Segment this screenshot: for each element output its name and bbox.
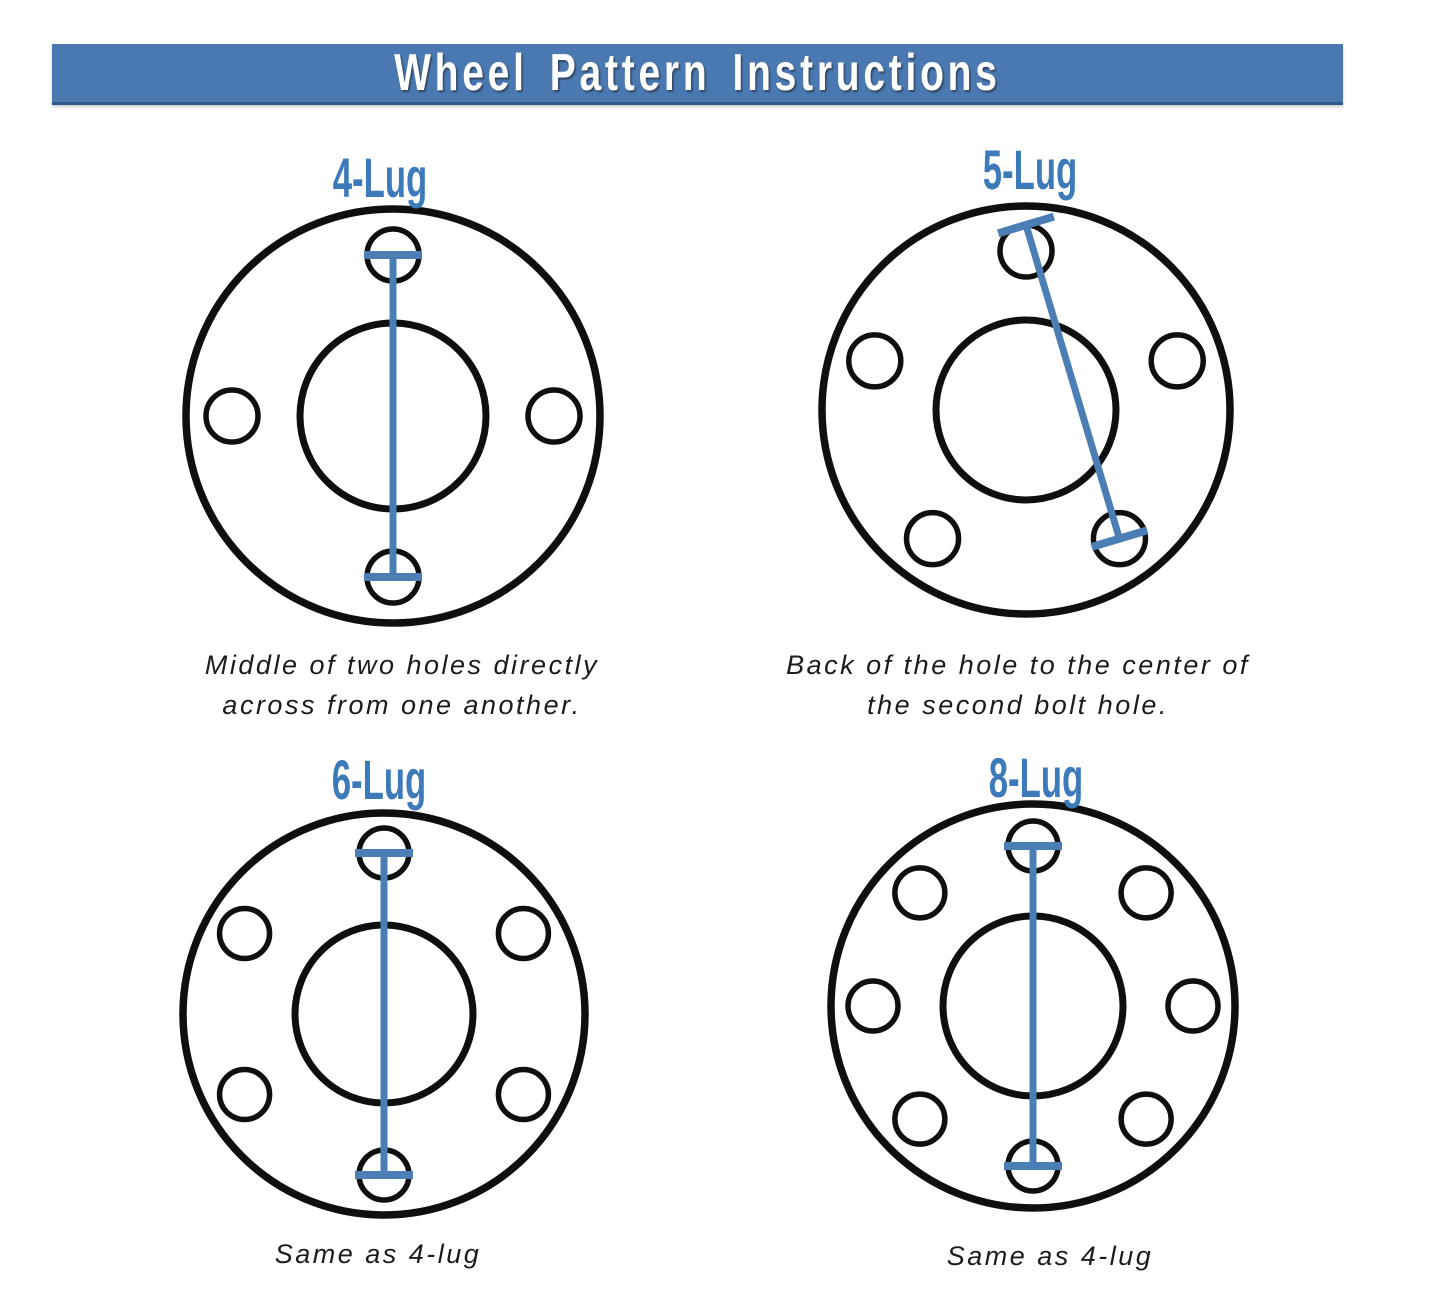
hub-bore-circle [932,316,1120,504]
wheel-diagram-8-lug [827,800,1239,1212]
bolt-hole [892,865,948,921]
wheel-outer-circle [818,202,1234,618]
heading-4-lug: 4-Lug [332,146,428,209]
caption-6-lug: Same as 4-lug [275,1234,482,1274]
caption-line-2: across from one another. [222,690,582,720]
bolt-hole [1148,332,1206,390]
bolt-hole [216,1066,273,1123]
heading-8-lug: 8-Lug [988,746,1084,809]
bolt-hole [1118,1091,1174,1147]
wheel-diagram-4-lug [182,205,604,627]
title-banner: Wheel Pattern Instructions [52,44,1343,105]
bolt-hole [1090,509,1149,568]
measure-tick-end [1090,526,1149,551]
bolt-hole [845,978,901,1034]
wheel-diagram-5-lug [818,202,1234,618]
page-title: Wheel Pattern Instructions [394,44,1001,102]
measure-line [1022,224,1123,540]
caption-line-1: Same as 4-lug [946,1241,1154,1271]
bolt-hole [846,332,904,390]
bolt-hole [495,905,552,962]
wheel-outer-circle [182,205,604,627]
caption-line-1: Back of the hole to the center of [786,650,1250,680]
wheel-outer-circle [827,800,1239,1212]
heading-6-lug: 6-Lug [331,748,427,811]
bolt-hole [903,509,962,568]
caption-line-1: Same as 4-lug [274,1239,482,1269]
wheel-diagram-6-lug [179,809,589,1219]
bolt-hole [203,387,261,445]
bolt-hole [1118,865,1174,921]
wheel-outer-circle [179,809,589,1219]
bolt-hole [216,905,273,962]
measure-tick-start [997,212,1055,238]
bolt-hole [525,387,583,445]
bolt-hole [892,1091,948,1147]
heading-5-lug: 5-Lug [982,138,1078,201]
caption-4-lug: Middle of two holes directly across from… [205,645,599,725]
caption-line-2: the second bolt hole. [867,690,1169,720]
caption-8-lug: Same as 4-lug [947,1236,1154,1276]
caption-5-lug: Back of the hole to the center of the se… [786,645,1250,725]
bolt-hole [1165,978,1221,1034]
caption-line-1: Middle of two holes directly [204,650,600,680]
bolt-hole [495,1066,552,1123]
